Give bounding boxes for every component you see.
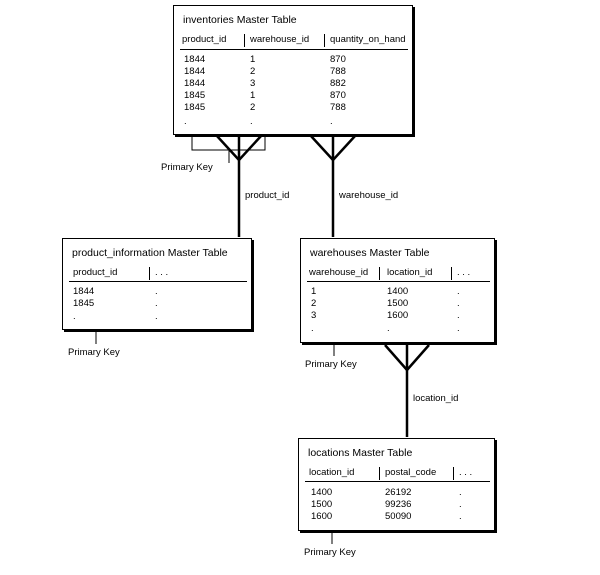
table-cell: 50090 — [385, 511, 412, 522]
column-header: . . . — [457, 267, 471, 278]
table-cell: 788 — [330, 102, 346, 113]
header-rule — [305, 481, 490, 482]
table-cell: . — [459, 487, 462, 498]
table-cell: . — [155, 298, 158, 309]
table-cell: 3 — [250, 78, 256, 89]
table-cell: . — [155, 286, 158, 297]
table-cell: 788 — [330, 66, 346, 77]
table-cell: 3 — [311, 310, 317, 321]
column-divider — [451, 267, 452, 280]
table-cell: 1845 — [184, 102, 206, 113]
table-cell: 870 — [330, 54, 346, 65]
product-information-table-title: product_information Master Table — [72, 247, 228, 259]
warehouse-id-relationship-label: warehouse_id — [339, 190, 399, 201]
table-cell: 1600 — [387, 310, 409, 321]
column-divider — [149, 267, 150, 280]
table-cell: 1844 — [184, 78, 206, 89]
column-divider — [324, 34, 325, 47]
table-cell: . — [459, 511, 462, 522]
table-cell: 2 — [311, 298, 317, 309]
table-cell: . — [457, 310, 460, 321]
location-id-relationship-label: location_id — [413, 393, 459, 404]
product-id-relationship-label: product_id — [245, 190, 290, 201]
column-header: location_id — [309, 467, 355, 478]
table-cell: 882 — [330, 78, 346, 89]
table-cell: 2 — [250, 102, 256, 113]
warehouses-primary-key-label: Primary Key — [305, 359, 357, 370]
header-rule — [69, 281, 247, 282]
table-cell: 1844 — [184, 66, 206, 77]
header-rule — [307, 281, 490, 282]
warehouse-id-relationship-line — [310, 135, 356, 237]
column-divider — [453, 467, 454, 480]
product-information-primary-key-label: Primary Key — [68, 347, 120, 358]
product-id-relationship-line — [216, 135, 262, 237]
table-cell: . — [387, 323, 390, 334]
column-divider — [244, 34, 245, 47]
table-cell: 1845 — [73, 298, 95, 309]
table-cell: 1845 — [184, 90, 206, 101]
column-header: product_id — [73, 267, 118, 278]
column-divider — [379, 267, 380, 280]
locations-table: locations Master Table location_id posta… — [298, 438, 495, 531]
locations-table-title: locations Master Table — [308, 447, 413, 459]
table-cell: 26192 — [385, 487, 412, 498]
table-cell: 1844 — [73, 286, 95, 297]
table-cell: . — [457, 298, 460, 309]
table-cell: 1400 — [311, 487, 333, 498]
table-cell: 1 — [250, 54, 256, 65]
column-divider — [379, 467, 380, 480]
inventories-table: inventories Master Table product_id ware… — [173, 5, 413, 135]
table-cell: . — [184, 116, 187, 127]
table-cell: 870 — [330, 90, 346, 101]
column-header: quantity_on_hand — [330, 34, 406, 45]
inventories-table-title: inventories Master Table — [183, 14, 297, 26]
product-information-table: product_information Master Table product… — [62, 238, 252, 330]
table-cell: . — [155, 311, 158, 322]
table-cell: 1 — [250, 90, 256, 101]
column-header: location_id — [387, 267, 433, 278]
column-header: . . . — [459, 467, 473, 478]
table-cell: . — [457, 286, 460, 297]
table-cell: 1600 — [311, 511, 333, 522]
table-cell: 1844 — [184, 54, 206, 65]
column-header: warehouse_id — [250, 34, 310, 45]
column-header: . . . — [155, 267, 169, 278]
table-cell: 1500 — [311, 499, 333, 510]
table-cell: . — [459, 499, 462, 510]
warehouses-table: warehouses Master Table warehouse_id loc… — [300, 238, 495, 343]
locations-primary-key-label: Primary Key — [304, 547, 356, 558]
header-rule — [180, 49, 408, 50]
column-header: product_id — [182, 34, 227, 45]
column-header: postal_code — [385, 467, 437, 478]
table-cell: . — [311, 323, 314, 334]
table-cell: 1500 — [387, 298, 409, 309]
location-id-relationship-line — [384, 344, 430, 437]
column-header: warehouse_id — [309, 267, 369, 278]
table-cell: 1 — [311, 286, 317, 297]
warehouses-table-title: warehouses Master Table — [310, 247, 430, 259]
table-cell: 99236 — [385, 499, 412, 510]
inventories-primary-key-label: Primary Key — [161, 162, 213, 173]
table-cell: . — [73, 311, 76, 322]
table-cell: . — [250, 116, 253, 127]
table-cell: 2 — [250, 66, 256, 77]
table-cell: . — [330, 116, 333, 127]
table-cell: 1400 — [387, 286, 409, 297]
table-cell: . — [457, 323, 460, 334]
